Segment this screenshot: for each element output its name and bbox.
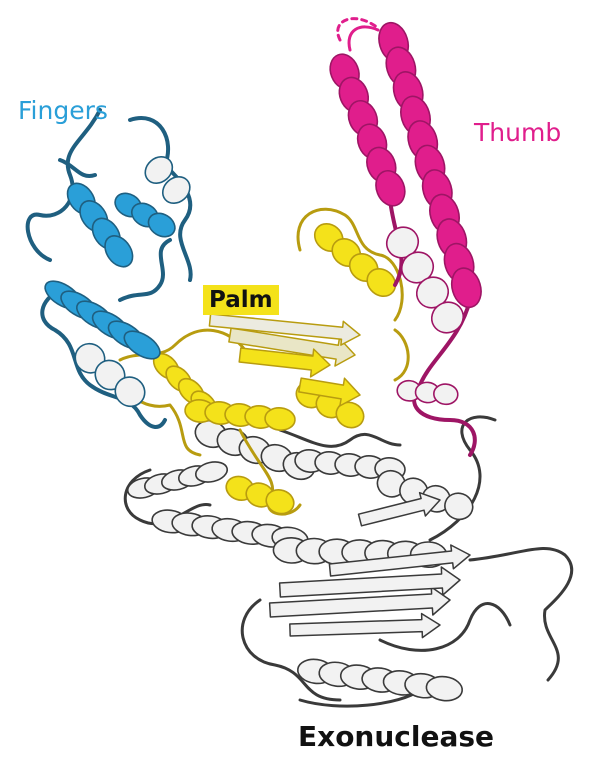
fingers-coil	[58, 158, 97, 178]
fingers-helix-turn	[104, 235, 134, 268]
exonuclease-helix-turn	[444, 492, 474, 521]
exonuclease-helix-turn	[425, 675, 464, 702]
fingers-coil	[25, 108, 102, 262]
thumb-helix	[329, 53, 406, 207]
thumb-helix	[396, 379, 459, 406]
fingers-helix-turn	[161, 176, 191, 204]
thumb-coil	[412, 298, 477, 457]
fingers-helix-turn	[144, 156, 174, 184]
palm-strand	[228, 327, 356, 367]
fingers-coil	[40, 288, 167, 429]
exonuclease-strand	[278, 566, 461, 598]
palm-strand	[208, 313, 361, 346]
thumb-helix-turn	[433, 383, 459, 406]
palm-coil	[393, 328, 410, 382]
thumb-helix-turn	[450, 267, 482, 309]
exonuclease-helix	[296, 658, 464, 702]
exonuclease-coil	[378, 602, 512, 652]
palm-coil	[296, 207, 404, 322]
exonuclease-helix	[126, 461, 229, 499]
fingers-helix-turn	[114, 376, 146, 408]
palm-helix-turn	[335, 401, 365, 429]
fingers-helix-turn	[147, 212, 176, 238]
fingers-helix	[114, 192, 176, 238]
palm-strand	[298, 377, 361, 407]
fingers-label: Fingers	[18, 96, 108, 125]
exonuclease-coil	[278, 428, 402, 448]
exonuclease-coil	[240, 598, 342, 702]
palm-helix-turn	[264, 407, 296, 431]
thumb-helix-turn	[430, 301, 465, 334]
thumb-helix-turn	[375, 170, 406, 207]
palm-helix-turn	[265, 489, 295, 515]
exonuclease-coil	[468, 547, 574, 682]
exonuclease-helix-turn	[194, 461, 229, 483]
fingers-helix	[66, 182, 134, 268]
exonuclease-strand	[268, 586, 451, 618]
palm-label: Palm	[203, 285, 279, 315]
palm-helix	[313, 222, 397, 298]
palm-helix	[184, 399, 296, 431]
exonuclease-coil	[123, 468, 212, 526]
palm-helix	[225, 475, 295, 515]
exonuclease-strand	[328, 544, 471, 577]
fingers-helix	[74, 342, 146, 408]
fingers-helix	[144, 156, 191, 204]
exonuclease-strand	[289, 612, 441, 639]
exonuclease-label: Exonuclease	[298, 720, 495, 753]
fingers-helix-turn	[123, 330, 161, 360]
thumb-coil	[347, 25, 380, 52]
palm-strand	[238, 347, 331, 378]
fingers-helix	[44, 280, 161, 360]
thumb-label: Thumb	[474, 118, 562, 147]
thumb-disordered-loop	[336, 17, 380, 42]
exonuclease-strand	[357, 491, 441, 527]
fingers-coil	[118, 238, 172, 302]
thumb-helix	[378, 21, 482, 309]
exonuclease-coil	[428, 415, 497, 542]
thumb-helix	[385, 226, 465, 334]
palm-helix-turn	[366, 267, 397, 298]
